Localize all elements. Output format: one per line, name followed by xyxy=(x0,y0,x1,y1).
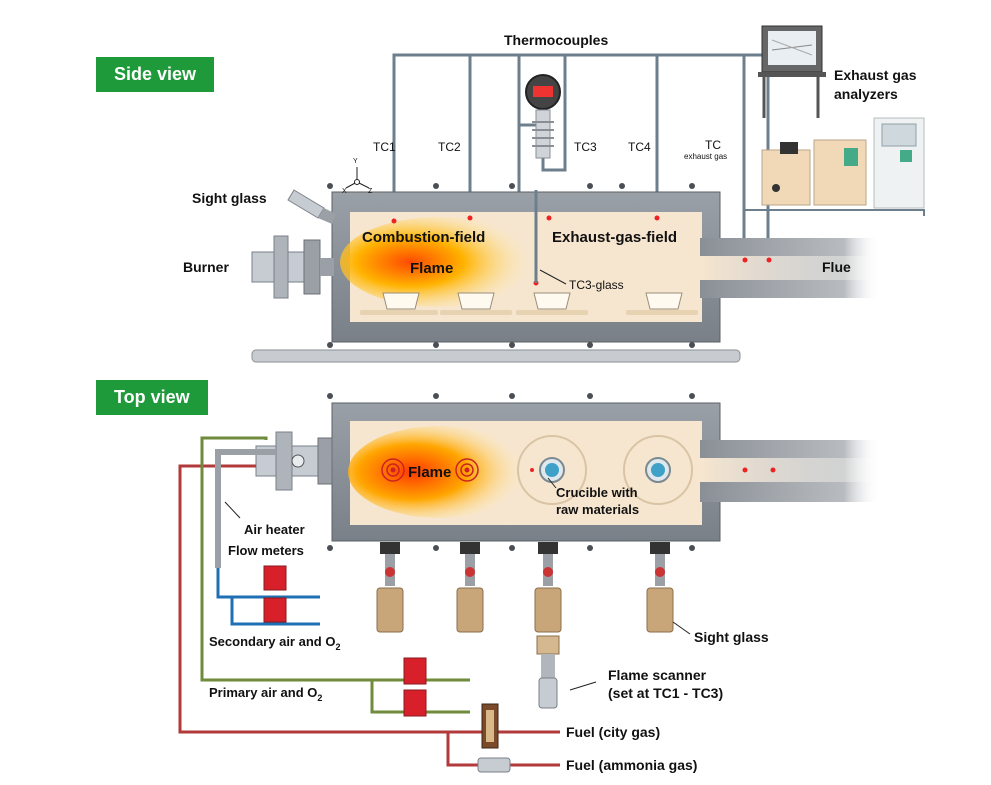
flame-scanner-label-2: (set at TC1 - TC3) xyxy=(608,685,723,701)
axis-icon xyxy=(345,167,370,189)
flow-meters-label: Flow meters xyxy=(228,543,304,558)
sight-glass-top-label: Sight glass xyxy=(694,629,769,645)
tc3-display-meter xyxy=(519,55,567,172)
burner-side xyxy=(251,235,334,299)
tc-exhaust-label-2: exhaust gas xyxy=(684,152,727,161)
sight-glass-ports xyxy=(376,542,674,709)
burner-label: Burner xyxy=(183,259,229,275)
primary-air-label: Primary air and O2 xyxy=(209,685,322,703)
tc1-label: TC1 xyxy=(373,140,396,154)
furnace-top xyxy=(327,393,880,551)
secondary-air-o2-sub: 2 xyxy=(335,642,340,652)
thermocouples-label: Thermocouples xyxy=(504,32,608,48)
tc-exhaust-label-1: TC xyxy=(705,138,721,152)
tc4-label: TC4 xyxy=(628,140,651,154)
crucible-label-1: Crucible with xyxy=(556,485,638,500)
furnace-side xyxy=(251,183,880,363)
secondary-air-label: Secondary air and O2 xyxy=(209,634,340,652)
exhaust-gas-analyzer-units xyxy=(744,117,925,216)
tc3-glass-label: TC3-glass xyxy=(569,278,624,292)
secondary-air-text: Secondary air and O xyxy=(209,634,335,649)
axis-y-label: Y xyxy=(353,158,358,165)
tc2-label: TC2 xyxy=(438,140,461,154)
sight-glass-side-part xyxy=(287,189,336,224)
axis-z-label: Z xyxy=(368,188,373,195)
primary-air-text: Primary air and O xyxy=(209,685,317,700)
flame-side-label: Flame xyxy=(410,260,453,277)
top-view-badge: Top view xyxy=(96,380,208,415)
flue-label: Flue xyxy=(822,259,851,275)
sight-glass-side-label: Sight glass xyxy=(192,190,267,206)
exhaust-gas-field-label: Exhaust-gas-field xyxy=(552,229,677,246)
air-heater-label: Air heater xyxy=(244,522,305,537)
combustion-field-label: Combustion-field xyxy=(362,229,485,246)
flame-scanner-label-1: Flame scanner xyxy=(608,667,707,683)
supply-pipes xyxy=(178,436,560,767)
fuel-ammonia-gas-label: Fuel (ammonia gas) xyxy=(566,757,697,773)
crucible-label-2: raw materials xyxy=(556,502,639,517)
exhaust-analyzers-label-1: Exhaust gas xyxy=(834,67,917,83)
primary-air-o2-sub: 2 xyxy=(317,693,322,703)
flame-top-label: Flame xyxy=(408,464,451,481)
tc3-label: TC3 xyxy=(574,140,597,154)
fuel-city-gas-label: Fuel (city gas) xyxy=(566,724,660,740)
exhaust-analyzers-label-2: analyzers xyxy=(834,86,898,102)
side-view-badge: Side view xyxy=(96,57,215,92)
burner-top xyxy=(255,431,333,491)
flow-meters xyxy=(263,565,511,773)
analyzer-monitor xyxy=(758,25,826,118)
axis-x-label: X xyxy=(342,188,347,195)
